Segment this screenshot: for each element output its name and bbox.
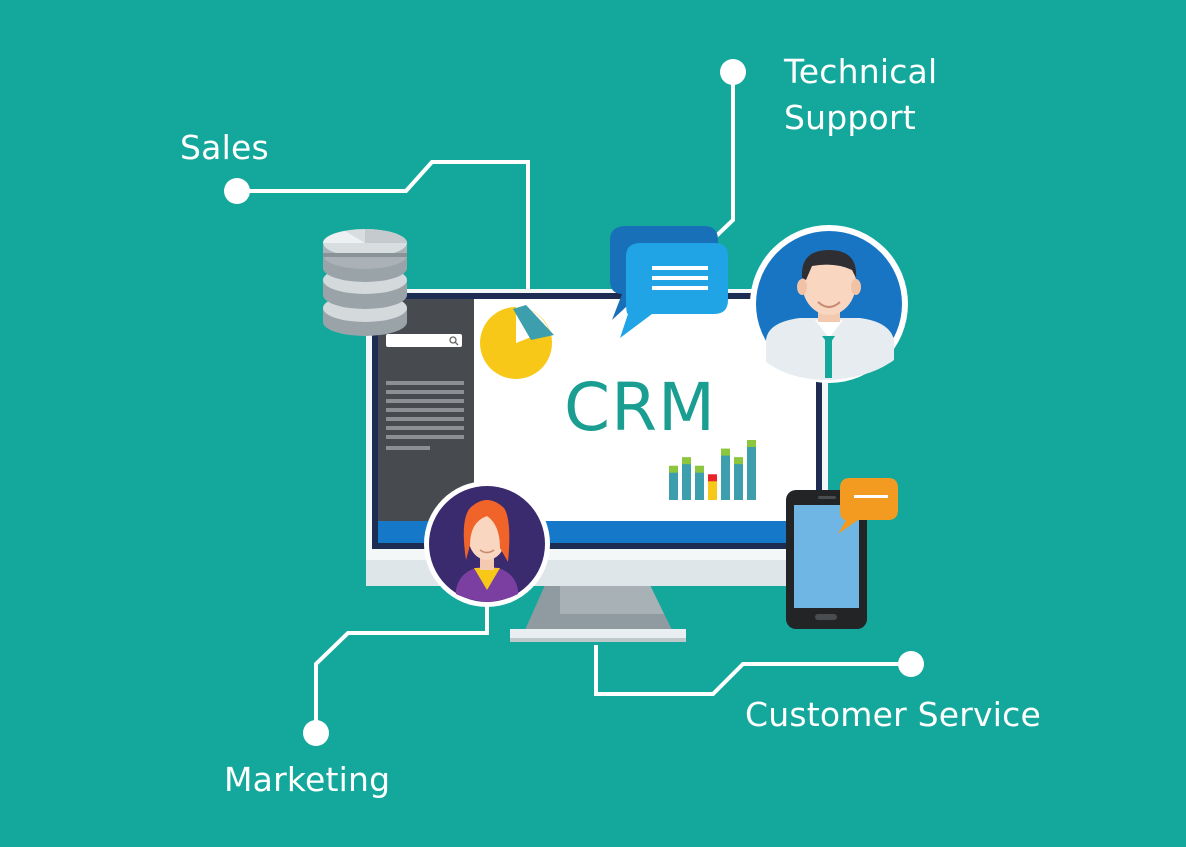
sidebar-text-lines xyxy=(386,381,464,450)
search-icon xyxy=(449,336,459,346)
connector-marketing xyxy=(314,602,489,733)
bar xyxy=(708,480,717,500)
connector-dot-marketing xyxy=(303,720,329,746)
bar-cap xyxy=(708,474,717,482)
bar-cap xyxy=(721,448,730,456)
female-avatar-icon xyxy=(424,481,550,607)
label-technical-support: Technical Support xyxy=(784,49,937,141)
bar xyxy=(721,454,730,500)
label-technical-support-line-2: Support xyxy=(784,98,916,137)
label-technical-support-line-1: Technical xyxy=(784,52,938,91)
bar xyxy=(747,446,756,500)
bar xyxy=(682,463,691,500)
bar xyxy=(695,471,704,500)
bar-cap xyxy=(669,465,678,473)
label-marketing: Marketing xyxy=(224,760,391,799)
male-avatar-icon xyxy=(750,225,908,383)
connector-dot-technical-support xyxy=(720,59,746,85)
bar-cap xyxy=(734,457,743,465)
label-customer-service: Customer Service xyxy=(745,695,1041,734)
bar-cap xyxy=(682,457,691,465)
connector-dot-customer-service xyxy=(898,651,924,677)
bar-cap xyxy=(747,440,756,447)
connector-dot-sales xyxy=(224,178,250,204)
chat-bubble-icon xyxy=(610,226,728,338)
connector-sales xyxy=(237,160,530,292)
bar-cap xyxy=(695,465,704,473)
database-icon xyxy=(323,229,407,336)
connector-technical-support xyxy=(708,72,735,244)
bar-chart-icon xyxy=(669,440,756,500)
crm-title: CRM xyxy=(564,369,716,446)
monitor-stand xyxy=(510,585,686,642)
connector-customer-service xyxy=(594,645,911,696)
label-sales: Sales xyxy=(180,128,269,167)
chat-bubble-orange-icon xyxy=(838,478,898,534)
bar xyxy=(734,463,743,500)
pie-chart-icon xyxy=(480,305,554,379)
sidebar-panel xyxy=(386,334,464,450)
bar xyxy=(669,471,678,500)
